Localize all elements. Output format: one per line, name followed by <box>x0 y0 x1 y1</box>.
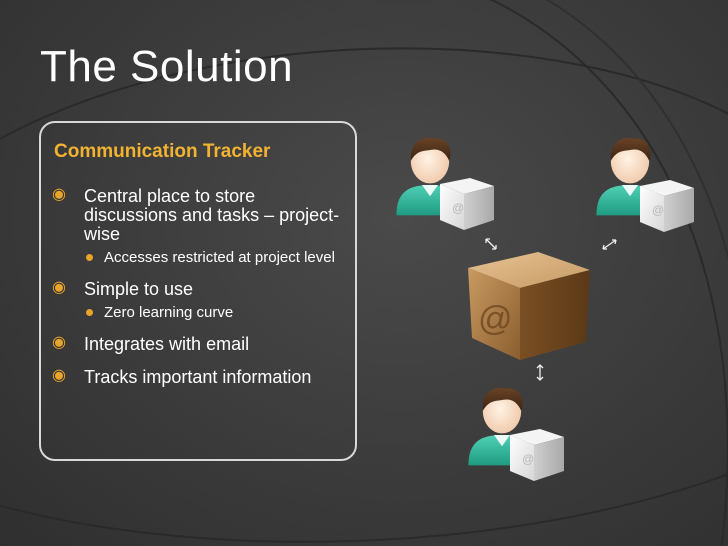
bullet-item: ◉ Simple to use Zero learning curve <box>52 280 352 321</box>
bullet-item: ◉ Integrates with email <box>52 335 352 354</box>
bullet-icon: ◉ <box>52 279 66 296</box>
sub-bullet-dot-icon <box>86 309 93 316</box>
communication-diagram: @ @ <box>396 137 694 481</box>
arrow-icon <box>536 364 544 381</box>
content-panel <box>39 121 357 461</box>
bullet-text: Simple to use <box>84 279 194 299</box>
sub-bullet-text: Accesses restricted at project level <box>104 249 335 266</box>
sub-bullet-item: Accesses restricted at project level <box>84 250 352 266</box>
svg-text:@: @ <box>478 300 513 338</box>
bullet-text: Integrates with email <box>84 334 250 354</box>
slide-title: The Solution <box>40 42 294 91</box>
mail-box-icon <box>510 429 564 481</box>
bullet-icon: ◉ <box>52 367 66 384</box>
sub-bullet-list: Zero learning curve <box>84 305 352 321</box>
bullet-text: Central place to store discussions and t… <box>84 186 340 244</box>
email-server-box-icon: @ <box>468 252 590 360</box>
bullet-text: Tracks important information <box>84 367 312 387</box>
sub-bullet-dot-icon <box>86 254 93 261</box>
arrow-icon <box>485 238 497 250</box>
bullet-list: ◉ Central place to store discussions and… <box>52 187 352 387</box>
sub-bullet-item: Zero learning curve <box>84 305 352 321</box>
mail-box-icon <box>640 180 694 232</box>
mail-box-icon <box>440 178 494 230</box>
user-top-left <box>396 137 494 230</box>
arrow-icon <box>602 239 617 250</box>
sub-bullet-text: Zero learning curve <box>104 304 234 321</box>
panel-subtitle: Communication Tracker <box>54 141 271 162</box>
user-top-right <box>596 137 694 232</box>
user-bottom <box>468 387 564 481</box>
bullet-item: ◉ Central place to store discussions and… <box>52 187 352 266</box>
bullet-item: ◉ Tracks important information <box>52 368 352 387</box>
sub-bullet-list: Accesses restricted at project level <box>84 250 352 266</box>
bullet-icon: ◉ <box>52 334 66 351</box>
bullet-icon: ◉ <box>52 186 66 203</box>
